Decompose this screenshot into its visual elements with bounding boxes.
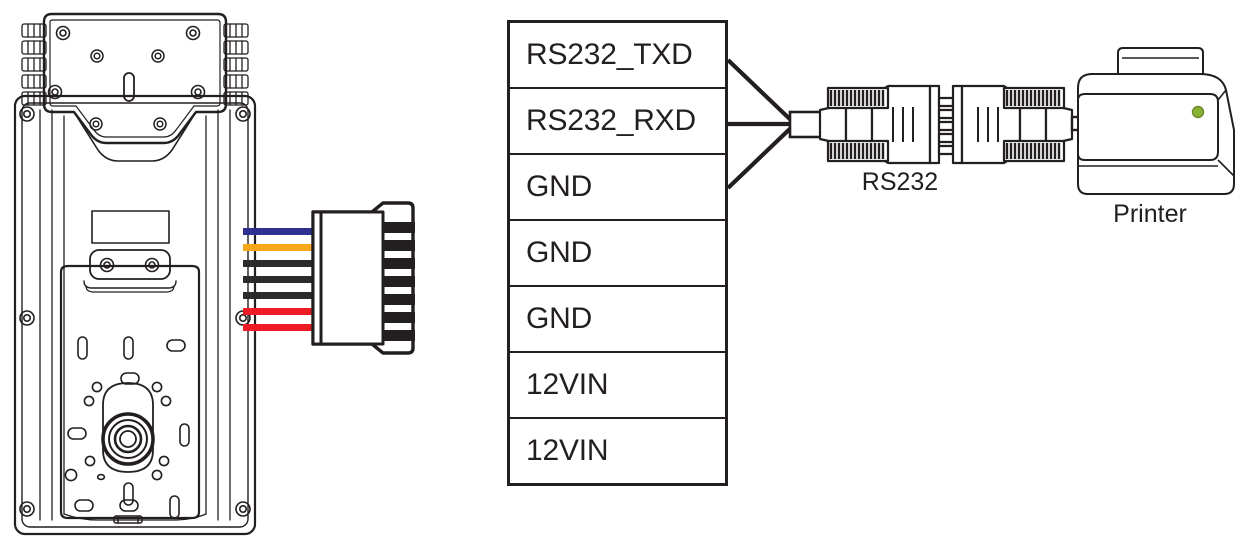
pin-label: RS232_TXD [526,38,693,71]
speaker-mount [101,382,155,473]
pin-label: 12VIN [526,434,609,467]
terminal-outer-frame [13,94,257,536]
left-cable-boot [818,102,848,147]
printer-illustration [1077,47,1235,195]
table-row: 12VIN [510,353,725,419]
rs232-caption: RS232 [861,168,939,196]
vent-grille-right [223,23,249,106]
pin-label: GND [526,236,593,269]
wire-gnd-3 [243,292,315,299]
table-row: 12VIN [510,419,725,483]
pin-label: RS232_RXD [526,104,696,137]
cable-cover-plate [89,249,171,280]
printer-status-led [1191,105,1205,119]
wire-rs232-rxd [243,244,315,251]
pin-label: GND [526,170,593,203]
table-row: GND [510,221,725,287]
table-row: RS232_TXD [510,23,725,89]
bracket-center-slot [123,72,135,102]
right-cable-boot [1044,102,1074,147]
wire-12vin-1 [243,308,315,315]
mounting-bracket-outline [42,12,228,145]
coupling-flange-right [951,84,964,165]
rear-recessed-panel [59,264,201,520]
wire-gnd-1 [243,260,315,267]
bottom-tamper-clip [113,515,143,524]
vent-grille-left [21,23,47,106]
label-sticker-area [91,210,170,244]
table-row: GND [510,155,725,221]
coupling-flange-left [928,84,941,165]
table-row: GND [510,287,725,353]
pin-label: 12VIN [526,368,609,401]
cable-stub [788,110,824,139]
table-row: RS232_RXD [510,89,725,155]
terminal-pinout-table: RS232_TXD RS232_RXD GND GND GND 12VIN 12… [507,20,728,486]
right-grip-ridges [977,107,999,142]
leader-lines [726,58,797,190]
panel-knockouts-lower [64,395,190,519]
printer-front-panel [1077,93,1219,161]
bracket-screw-holes [47,25,206,131]
left-grip-ridges [892,107,914,142]
pin-label: GND [526,302,593,335]
wire-harness [243,228,315,332]
wire-rs232-txd [243,228,315,235]
wire-12vin-2 [243,324,315,331]
panel-knockouts-upper [77,336,186,393]
screw-post-threads [829,90,1061,159]
wire-gnd-2 [243,276,315,283]
printer-caption: Printer [1113,200,1187,228]
